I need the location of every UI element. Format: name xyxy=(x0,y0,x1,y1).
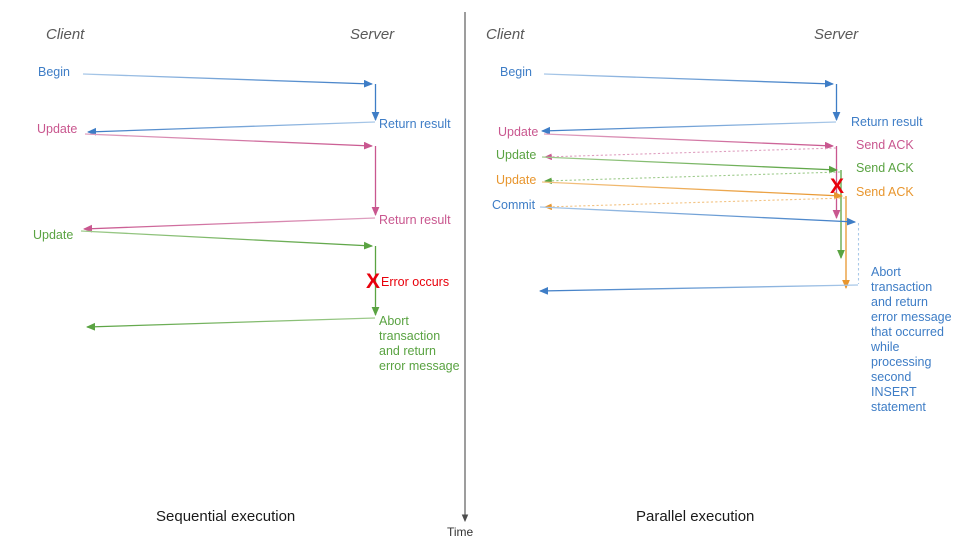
message-return-result-parallel: Return result xyxy=(540,115,923,135)
abort-line-4: error message xyxy=(871,310,952,324)
message-label-send-ack-2: Send ACK xyxy=(856,161,914,175)
message-send-ack-3: Send ACK xyxy=(544,185,914,211)
message-label-return-result-parallel: Return result xyxy=(851,115,923,129)
message-label-begin: Begin xyxy=(38,65,70,79)
message-return-result-2: Return result xyxy=(82,213,451,233)
message-return-result-1: Return result xyxy=(86,117,451,136)
error-marker-parallel: X xyxy=(830,175,844,198)
message-update-3-parallel: Update xyxy=(496,173,844,200)
message-send-ack-1: Send ACK xyxy=(544,138,914,161)
message-label-return-result-2: Return result xyxy=(379,213,451,227)
abort-line-9: INSERT xyxy=(871,385,917,399)
time-axis: Time xyxy=(447,12,474,539)
abort-text-parallel: Abort transaction and return error messa… xyxy=(870,265,960,414)
abort-line-5: that occurred xyxy=(871,325,944,339)
arrow-update-1 xyxy=(84,133,374,150)
message-update-2-parallel: Update xyxy=(496,148,839,174)
message-update-2: Update xyxy=(33,228,374,250)
message-label-update-1-parallel: Update xyxy=(498,125,538,139)
error-label: Error occurs xyxy=(381,275,449,289)
abort-text-sequential: Abort transaction and return error messa… xyxy=(379,314,484,373)
panel-sequential: Client Server Begin Return result Update… xyxy=(33,26,484,525)
abort-line-2: transaction xyxy=(871,280,932,294)
arrow-send-ack-1 xyxy=(544,147,837,161)
arrow-commit xyxy=(539,206,857,226)
message-update-1-parallel: Update xyxy=(498,125,835,150)
panel-caption-parallel: Parallel execution xyxy=(636,508,754,525)
error-x-icon-parallel: X xyxy=(830,175,844,198)
message-label-commit: Commit xyxy=(492,198,536,212)
arrow-update-2 xyxy=(80,230,374,250)
arrow-begin-parallel xyxy=(543,73,835,88)
abort-line-3: and return xyxy=(871,295,928,309)
time-axis-label: Time xyxy=(447,525,474,539)
arrow-return-result-parallel xyxy=(540,121,837,135)
message-commit: Commit xyxy=(492,198,857,226)
message-abort-sequential: Abort transaction and return error messa… xyxy=(85,314,484,373)
error-marker-sequential: X Error occurs xyxy=(366,270,449,293)
message-label-send-ack-3: Send ACK xyxy=(856,185,914,199)
panel-caption-sequential: Sequential execution xyxy=(156,508,295,525)
message-abort-parallel: Abort transaction and return error messa… xyxy=(538,265,960,414)
abort-line-2: transaction xyxy=(379,329,440,343)
abort-line-7: processing xyxy=(871,355,931,369)
arrow-send-ack-3 xyxy=(544,197,846,211)
message-begin-parallel: Begin xyxy=(500,65,835,88)
abort-line-8: second xyxy=(871,370,911,384)
abort-line-1: Abort xyxy=(871,265,901,279)
arrow-send-ack-2 xyxy=(544,171,841,185)
error-x-icon: X xyxy=(366,270,380,293)
message-send-ack-2: Send ACK xyxy=(544,161,914,185)
arrow-update-3-parallel xyxy=(541,181,844,200)
arrow-abort-sequential xyxy=(85,317,376,331)
message-label-update-2: Update xyxy=(33,228,73,242)
message-label-send-ack-1: Send ACK xyxy=(856,138,914,152)
message-label-update-3-parallel: Update xyxy=(496,173,536,187)
message-label-update-2-parallel: Update xyxy=(496,148,536,162)
abort-line-10: statement xyxy=(871,400,926,414)
abort-line-1: Abort xyxy=(379,314,409,328)
message-begin: Begin xyxy=(38,65,374,88)
arrow-update-2-parallel xyxy=(541,156,839,174)
lane-header-server: Server xyxy=(350,26,395,43)
message-update-1: Update xyxy=(37,122,374,150)
arrow-abort-parallel xyxy=(538,284,859,295)
lane-header-client-parallel: Client xyxy=(486,26,525,43)
message-label-update-1: Update xyxy=(37,122,77,136)
arrow-begin xyxy=(82,73,374,88)
arrow-return-result-1 xyxy=(86,121,376,136)
arrow-update-1-parallel xyxy=(543,133,835,150)
abort-line-4: error message xyxy=(379,359,460,373)
message-label-begin-parallel: Begin xyxy=(500,65,532,79)
arrow-return-result-2 xyxy=(82,217,376,233)
panel-parallel: Client Server Begin Return result Update… xyxy=(486,26,960,525)
lane-header-client: Client xyxy=(46,26,85,43)
abort-line-3: and return xyxy=(379,344,436,358)
lane-header-server-parallel: Server xyxy=(814,26,859,43)
abort-line-6: while xyxy=(870,340,900,354)
message-label-return-result-1: Return result xyxy=(379,117,451,131)
